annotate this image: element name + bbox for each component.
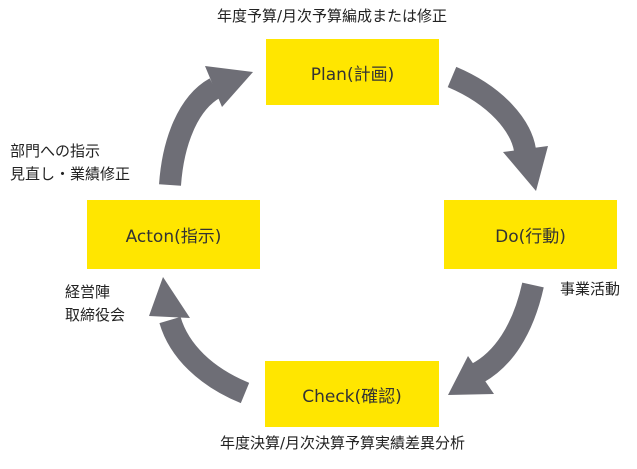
do-box-label: Do(行動) [495, 227, 566, 247]
check-box: Check(確認) [265, 361, 439, 427]
arrow-check-to-act [149, 277, 250, 404]
arrow-plan-to-do [447, 66, 548, 191]
do-box: Do(行動) [444, 200, 617, 269]
plan-box: Plan(計画) [266, 39, 439, 105]
act-caption-line2: 見直し・業績修正 [10, 165, 131, 183]
arrow-act-to-plan [159, 66, 253, 186]
plan-box-label: Plan(計画) [310, 64, 395, 85]
meeting-caption-line2: 取締役会 [65, 306, 126, 324]
act-caption-line1: 部門への指示 [10, 142, 101, 160]
meeting-caption: 経営陣 取締役会 [65, 281, 125, 327]
act-box-label: Acton(指示) [125, 227, 222, 247]
check-caption: 年度決算/月次決算予算実績差異分析 [220, 434, 466, 452]
check-box-label: Check(確認) [302, 386, 402, 407]
arrow-do-to-check [448, 282, 544, 395]
act-caption: 部門への指示 見直し・業績修正 [10, 140, 130, 186]
meeting-caption-line1: 経営陣 [65, 283, 111, 301]
do-caption: 事業活動 [560, 280, 621, 298]
plan-caption: 年度予算/月次予算編成または修正 [217, 7, 448, 25]
act-box: Acton(指示) [87, 200, 260, 269]
